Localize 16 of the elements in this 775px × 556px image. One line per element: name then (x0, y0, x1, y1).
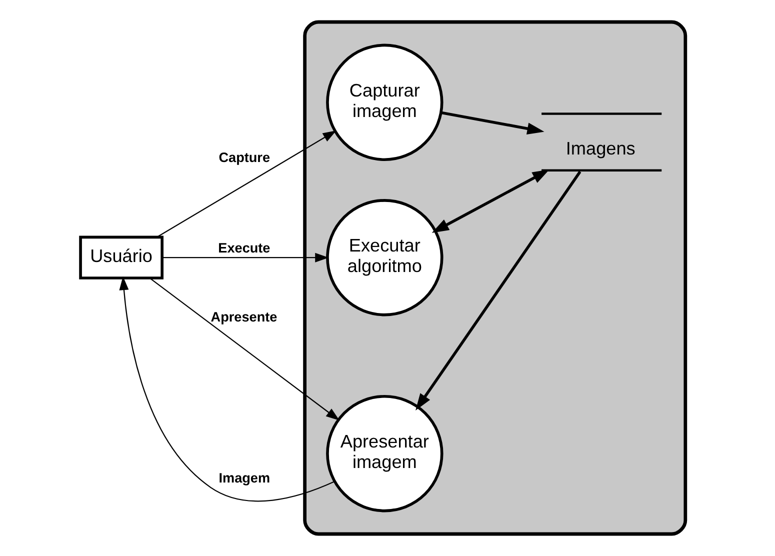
arrow (416, 170, 582, 410)
edge-label: Apresente (210, 310, 278, 325)
cluster (303, 20, 688, 536)
arrow (162, 252, 329, 262)
node-circle: Capturar imagem (326, 44, 444, 162)
arrow (119, 276, 335, 502)
node-box: Usuário (79, 236, 164, 280)
edge-label: Capture (218, 150, 270, 166)
arrow (432, 170, 550, 233)
node-text: Imagens (566, 138, 636, 158)
arrow (150, 278, 340, 421)
edge-label: Execute (218, 240, 270, 256)
arrow (440, 111, 544, 134)
edge-label: Imagem (218, 470, 270, 486)
arrow (156, 130, 336, 238)
node-circle: Executar algoritmo (326, 199, 444, 316)
